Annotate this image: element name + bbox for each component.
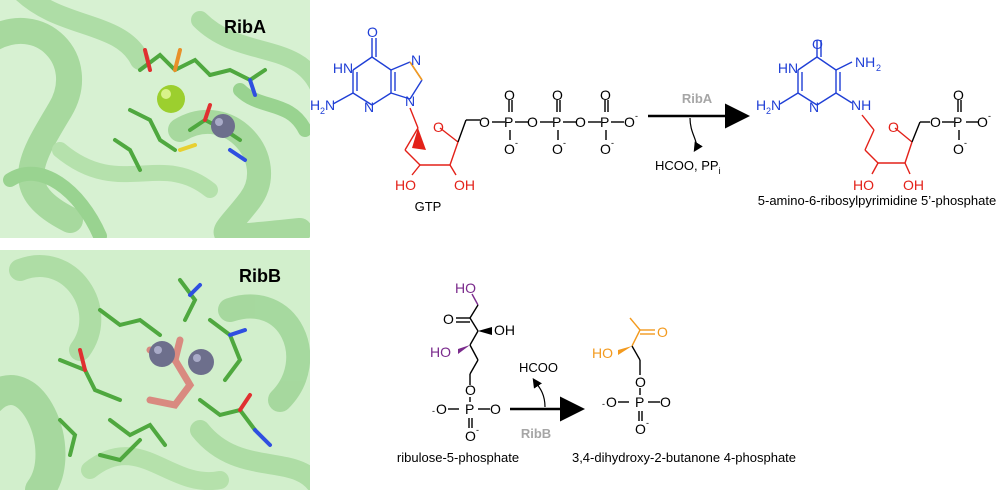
svg-text:N: N xyxy=(405,93,415,109)
svg-text:O: O xyxy=(433,119,444,135)
svg-text:N: N xyxy=(364,99,374,115)
svg-text:2: 2 xyxy=(766,106,771,116)
svg-text:-: - xyxy=(515,138,518,148)
svg-text:O: O xyxy=(888,119,899,135)
svg-text:-: - xyxy=(563,138,566,148)
riba-panel-title: RibA xyxy=(224,17,266,37)
svg-text:2: 2 xyxy=(320,106,325,116)
ribb-panel-title: RibB xyxy=(239,266,281,286)
svg-text:O: O xyxy=(930,114,941,130)
svg-text:-: - xyxy=(988,111,991,121)
svg-text:P: P xyxy=(465,401,474,417)
svg-text:OH: OH xyxy=(454,177,475,193)
svg-text:O: O xyxy=(977,114,988,130)
svg-text:N: N xyxy=(771,97,781,113)
svg-text:HN: HN xyxy=(333,60,353,76)
svg-text:O: O xyxy=(504,141,515,157)
svg-text:O: O xyxy=(367,24,378,40)
svg-text:O: O xyxy=(490,401,501,417)
reaction-a-arrow: RibA HCOO, PPi xyxy=(648,91,750,176)
svg-text:NH: NH xyxy=(855,54,875,70)
svg-text:O: O xyxy=(552,141,563,157)
ribb-byproduct-label: HCOO xyxy=(519,360,558,375)
svg-text:OH: OH xyxy=(903,177,924,193)
svg-text:O: O xyxy=(624,114,635,130)
svg-text:O: O xyxy=(657,324,668,340)
svg-text:-: - xyxy=(635,111,638,121)
svg-text:P: P xyxy=(953,114,962,130)
ribb-enzyme-label: RibB xyxy=(521,426,551,441)
gtp-structure: O HN N N N H 2 N HO OH O xyxy=(310,24,638,214)
ribb-structure-image: RibB xyxy=(0,250,310,490)
svg-text:O: O xyxy=(635,374,646,390)
svg-text:O: O xyxy=(600,87,611,103)
ribb-structure-panel: RibB xyxy=(0,250,310,490)
riba-structure-image: RibA xyxy=(0,0,310,238)
svg-text:O: O xyxy=(479,114,490,130)
svg-text:-: - xyxy=(964,138,967,148)
svg-text:NH: NH xyxy=(851,97,871,113)
butanone-phosphate-label: 3,4-dihydroxy-2-butanone 4-phosphate xyxy=(572,450,796,465)
svg-text:N: N xyxy=(325,97,335,113)
svg-text:N: N xyxy=(411,52,421,68)
svg-text:-: - xyxy=(476,425,479,435)
svg-text:O: O xyxy=(527,114,538,130)
svg-text:HO: HO xyxy=(592,345,613,361)
svg-text:HO: HO xyxy=(853,177,874,193)
svg-text:-: - xyxy=(432,406,435,416)
gtp-label: GTP xyxy=(415,199,442,214)
pyrimidine-product-label: 5-amino-6-ribosylpyrimidine 5’-phosphate xyxy=(758,193,996,208)
svg-text:O: O xyxy=(600,141,611,157)
svg-text:O: O xyxy=(953,87,964,103)
svg-text:HO: HO xyxy=(395,177,416,193)
svg-text:OH: OH xyxy=(494,322,515,338)
svg-text:HO: HO xyxy=(455,280,476,296)
riba-byproducts-label: HCOO, PPi xyxy=(655,158,721,176)
svg-text:2: 2 xyxy=(876,63,881,73)
svg-text:P: P xyxy=(600,114,609,130)
riba-structure-panel: RibA xyxy=(0,0,310,238)
svg-text:-: - xyxy=(602,399,605,409)
riba-enzyme-label: RibA xyxy=(682,91,713,106)
svg-text:P: P xyxy=(552,114,561,130)
ribulose-5-phosphate-label: ribulose-5-phosphate xyxy=(397,450,519,465)
svg-text:O: O xyxy=(465,428,476,444)
butanone-phosphate-structure: O HO O - O P O O- 3,4-dihydroxy-2-butano… xyxy=(572,317,796,465)
svg-text:H: H xyxy=(756,97,766,113)
svg-text:-: - xyxy=(611,138,614,148)
svg-text:P: P xyxy=(635,394,644,410)
svg-text:O: O xyxy=(575,114,586,130)
svg-text:O: O xyxy=(606,394,617,410)
svg-text:O: O xyxy=(465,382,476,398)
svg-text:O: O xyxy=(436,401,447,417)
svg-text:-: - xyxy=(646,418,649,428)
svg-text:N: N xyxy=(809,99,819,115)
svg-text:O: O xyxy=(635,421,646,437)
svg-text:O: O xyxy=(552,87,563,103)
svg-text:HO: HO xyxy=(430,344,451,360)
svg-text:O: O xyxy=(660,394,671,410)
svg-text:H: H xyxy=(310,97,320,113)
svg-text:P: P xyxy=(504,114,513,130)
svg-text:O: O xyxy=(443,311,454,327)
svg-text:O: O xyxy=(812,36,823,52)
svg-text:HN: HN xyxy=(778,60,798,76)
ribulose-5-phosphate-structure: HO O OH HO O - O P O O- ribulose-5-phosp… xyxy=(397,280,519,465)
svg-text:O: O xyxy=(953,141,964,157)
svg-text:O: O xyxy=(504,87,515,103)
pyrimidine-product-structure: O HN N NH 2 H 2 N NH O HO OH xyxy=(756,36,996,208)
reaction-b-arrow: RibB HCOO xyxy=(510,360,585,441)
